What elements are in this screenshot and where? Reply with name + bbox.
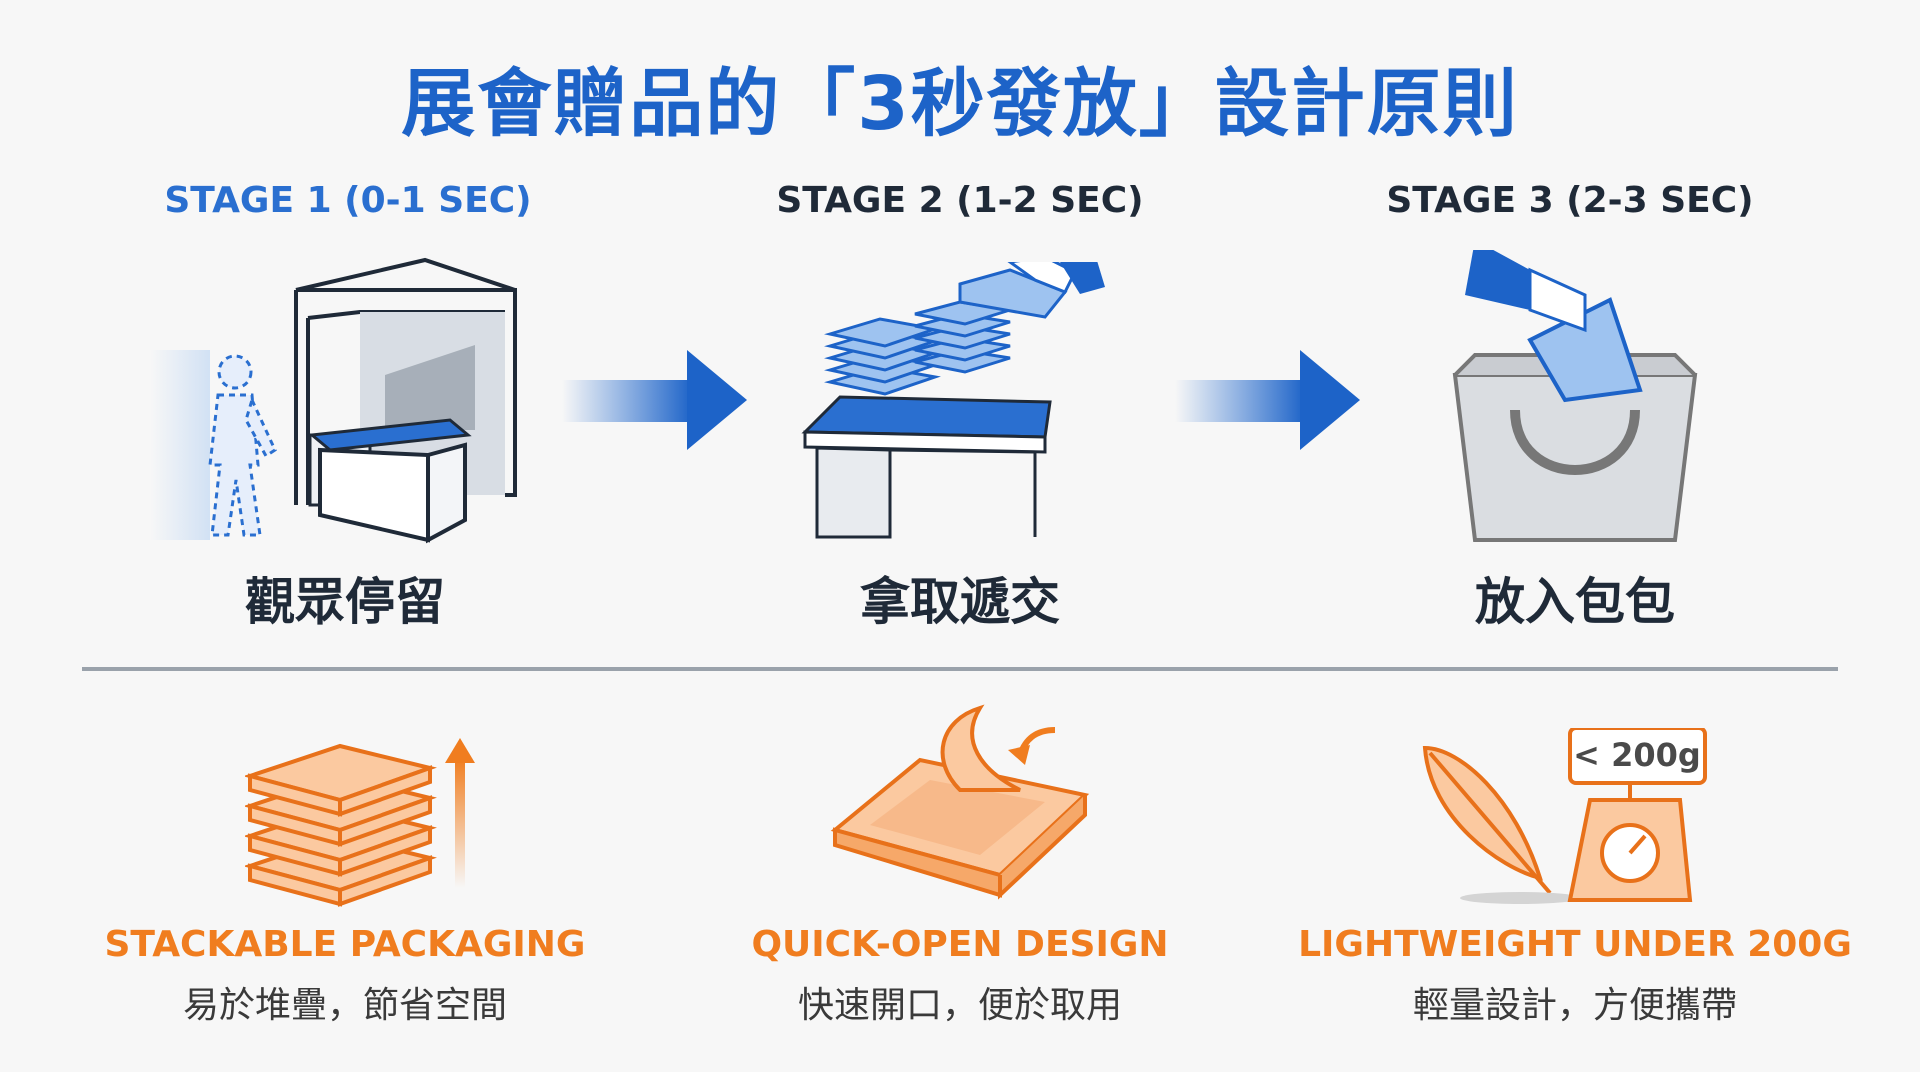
booth-visitor-icon <box>150 257 517 544</box>
peel-open-package-icon <box>830 704 1090 900</box>
stage-1-caption: 觀眾停留 <box>245 573 445 631</box>
stage-1-label: STAGE 1 (0-1 SEC) <box>164 180 532 221</box>
stage-2-caption: 拿取遞交 <box>860 573 1060 631</box>
hand-giving-gift-icon <box>801 262 1105 539</box>
weight-tag: < 200g <box>1573 736 1701 774</box>
feature-3-desc: 輕量設計，方便攜帶 <box>1412 985 1737 1026</box>
feather-scale-icon: < 200g <box>1422 728 1707 904</box>
arrow-right-icon <box>562 350 747 450</box>
feature-1-title: STACKABLE PACKAGING <box>104 924 586 965</box>
feature-2-title: QUICK-OPEN DESIGN <box>751 924 1169 965</box>
feature-2-desc: 快速開口，便於取用 <box>797 985 1122 1026</box>
feature-1-desc: 易於堆疊，節省空間 <box>182 985 507 1026</box>
section-divider <box>82 667 1838 671</box>
feature-3-title: LIGHTWEIGHT UNDER 200G <box>1298 924 1852 965</box>
stage-2-label: STAGE 2 (1-2 SEC) <box>776 180 1144 221</box>
page-title: 展會贈品的「3秒發放」設計原則 <box>401 61 1519 147</box>
stage-3-label: STAGE 3 (2-3 SEC) <box>1386 180 1754 221</box>
arrow-right-icon <box>1175 350 1360 450</box>
stage-3-caption: 放入包包 <box>1475 573 1675 631</box>
tote-bag-icon <box>1452 250 1698 542</box>
stacked-boxes-icon <box>245 738 475 907</box>
